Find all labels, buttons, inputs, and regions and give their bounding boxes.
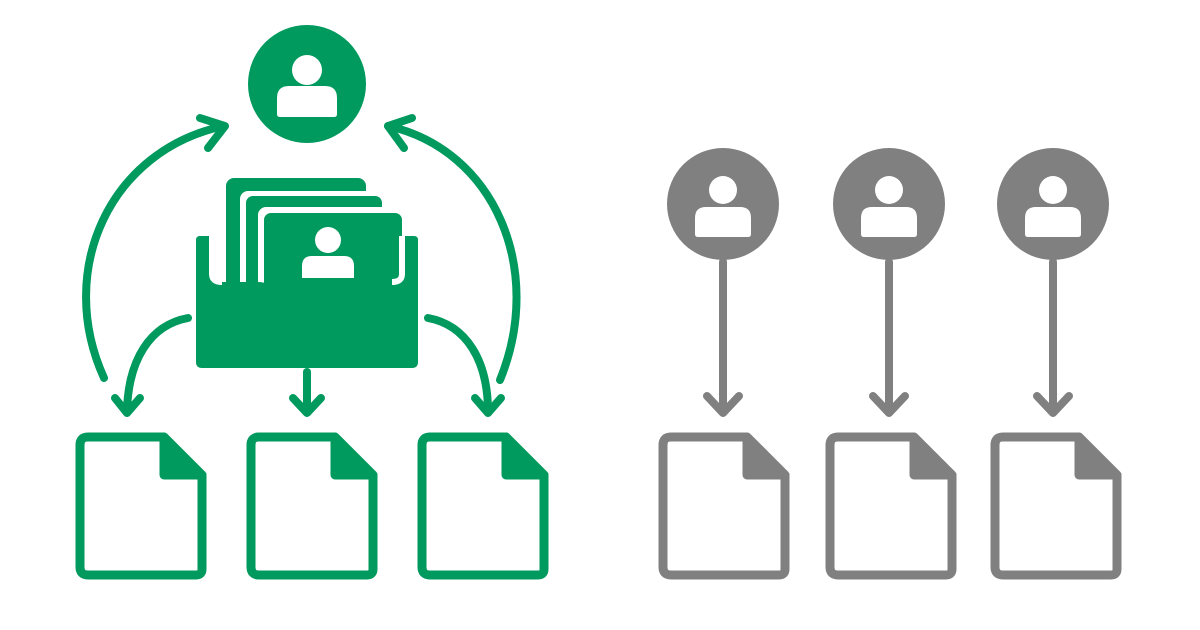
curved-arrow-right-up bbox=[384, 122, 521, 384]
user-icon bbox=[861, 176, 917, 237]
document-icon bbox=[658, 432, 790, 580]
person-circle-icon bbox=[997, 148, 1109, 260]
user-icon bbox=[1025, 176, 1081, 237]
arrowhead-doc-right-icon bbox=[471, 394, 505, 417]
user-icon bbox=[277, 55, 337, 117]
tray-box bbox=[196, 236, 418, 368]
document-icon bbox=[75, 432, 207, 580]
tray-rim-left bbox=[209, 236, 223, 285]
arrowhead-right-up-icon bbox=[384, 114, 416, 152]
arrowhead-doc-left-icon bbox=[111, 394, 144, 417]
user-icon bbox=[695, 176, 751, 237]
shared-record-group bbox=[75, 25, 549, 580]
document-icon bbox=[990, 432, 1122, 580]
arrowhead-doc-middle-icon bbox=[289, 394, 325, 417]
arrowhead-down-icon bbox=[1033, 392, 1073, 417]
record-tray-icon bbox=[196, 178, 418, 368]
separate-records-group bbox=[658, 148, 1122, 580]
document-icon bbox=[246, 432, 378, 580]
arrowhead-down-icon bbox=[703, 392, 743, 417]
tray-rim-right bbox=[391, 236, 405, 285]
document-icon bbox=[417, 432, 549, 580]
arrowhead-left-up-icon bbox=[196, 114, 229, 152]
person-circle-icon bbox=[248, 25, 366, 143]
arrow-tray-to-doc-right bbox=[424, 314, 492, 416]
document-icon bbox=[825, 432, 957, 580]
person-circle-icon bbox=[833, 148, 945, 260]
person-circle-icon bbox=[667, 148, 779, 260]
arrow-tray-to-doc-left bbox=[123, 314, 192, 416]
arrowhead-down-icon bbox=[869, 392, 909, 417]
curved-arrow-left-up bbox=[82, 122, 228, 382]
card-person-icon bbox=[302, 227, 354, 278]
